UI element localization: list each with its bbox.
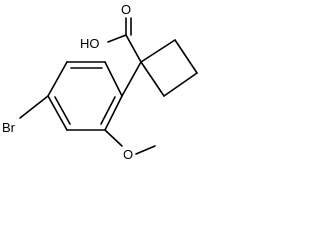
ring-bond-c3-c4 — [47, 95, 68, 131]
ring-double-bond-c1-c2 — [100, 96, 116, 125]
ring-bond-c4-c5 — [47, 61, 68, 97]
methoxy-group: O — [104, 129, 156, 162]
bond-methoxy-oxygen-to-methyl — [135, 145, 156, 155]
methoxy-oxygen-label: O — [123, 147, 133, 162]
chemical-structure: O HO O Br — [2, 2, 198, 162]
hydroxyl-label: HO — [80, 36, 100, 51]
bond-ring-to-methoxy-oxygen — [104, 129, 123, 147]
bond-ring-to-bromine — [19, 95, 49, 119]
bromine-substituent: Br — [2, 95, 49, 135]
bond-carboxyl-carbon-to-hydroxyl — [107, 34, 127, 43]
cyclobutane-ring — [140, 39, 198, 97]
benzene-ring — [47, 61, 123, 131]
cyclobutane-bond-1 — [140, 39, 176, 63]
ring-double-bond-c3-c4 — [54, 96, 71, 125]
bond-quaternary-to-carboxyl-carbon — [125, 34, 142, 63]
cyclobutane-bond-3 — [163, 72, 198, 97]
cyclobutane-bond-2 — [174, 39, 198, 74]
bond-ring-to-quaternary-carbon — [121, 61, 142, 97]
carboxylic-acid-group: O HO — [80, 2, 142, 63]
carboxyl-oxygen-label: O — [121, 2, 131, 17]
cyclobutane-bond-4 — [140, 61, 165, 97]
ring-bond-c6-c1 — [104, 61, 123, 97]
ring-bond-c1-c2 — [104, 95, 123, 131]
bromine-label: Br — [2, 120, 16, 135]
